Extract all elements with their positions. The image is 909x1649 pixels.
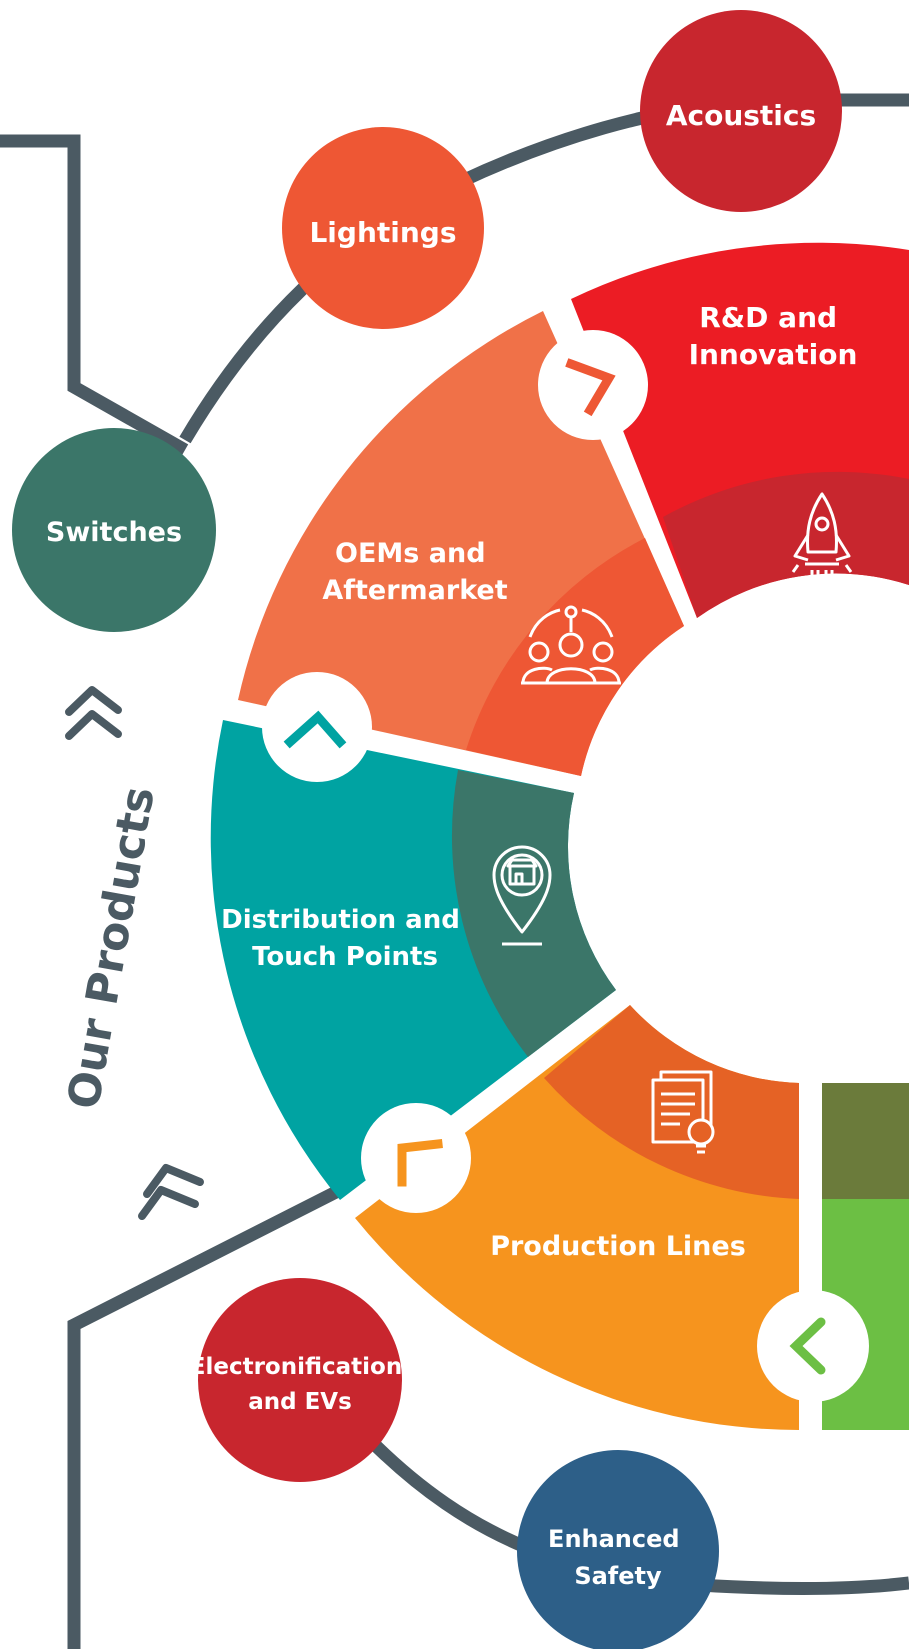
safety-circle: [517, 1450, 719, 1649]
product-circle-lightings[interactable]: Lightings: [282, 127, 484, 329]
segment-prod-line1: Production Lines: [490, 1231, 746, 1262]
segment-oem-label: OEMs and Aftermarket: [322, 538, 507, 606]
safety-line1: Enhanced: [548, 1525, 680, 1553]
segment-oem-line2: Aftermarket: [322, 575, 507, 606]
document-idea-icon: [651, 1070, 715, 1154]
knob-dist-circle: [361, 1103, 471, 1213]
knob-rnd[interactable]: [538, 330, 648, 440]
switches-line1: Switches: [46, 517, 182, 548]
chevron-up-left-icon: [397, 1139, 443, 1187]
segment-dist-label: Distribution and Touch Points: [221, 905, 469, 972]
switches-circle: [12, 428, 216, 632]
safety-line2: Safety: [574, 1562, 662, 1590]
side-title: Our Products: [58, 783, 165, 1113]
knob-oem-circle: [262, 672, 372, 782]
switches-label: Switches: [46, 517, 182, 548]
lightings-line1: Lightings: [309, 216, 456, 249]
chevron-right-icon: [565, 358, 616, 417]
segment-prod-label: Production Lines: [490, 1231, 746, 1262]
segment-oem-inner: [466, 538, 684, 776]
segment-rnd-line2: Innovation: [689, 338, 858, 371]
product-circle-switches[interactable]: Switches: [12, 428, 216, 632]
segment-oem-line1: OEMs and: [335, 538, 486, 569]
team-network-icon: [521, 605, 621, 685]
wheel-hub: [666, 595, 909, 1081]
segment-next-inner: [822, 1083, 909, 1199]
lightings-label: Lightings: [309, 216, 456, 249]
electronification-label: Electronification and EVs: [190, 1354, 411, 1415]
store-location-icon: [492, 845, 552, 946]
lightings-circle: [282, 127, 484, 329]
chevron-up-icon: [283, 710, 347, 749]
double-chevron-up-icon: [65, 686, 122, 740]
segment-rnd-label: R&D and Innovation: [689, 301, 858, 371]
acoustics-label: Acoustics: [666, 99, 816, 132]
knob-rnd-circle: [538, 330, 648, 440]
knob-dist[interactable]: [361, 1103, 471, 1213]
acoustics-line1: Acoustics: [666, 99, 816, 132]
product-circle-acoustics[interactable]: Acoustics: [640, 10, 842, 212]
electronification-circle: [198, 1278, 402, 1482]
wheel: [210, 242, 909, 1430]
chevron-left-icon: [789, 1317, 826, 1375]
rocket-icon: [791, 492, 853, 580]
segment-rnd-inner: [663, 471, 909, 618]
side-title-group: Our Products: [58, 783, 165, 1113]
electronification-line2: and EVs: [248, 1389, 352, 1415]
track-lower-left: [67, 1184, 343, 1649]
safety-label: Enhanced Safety: [548, 1525, 688, 1590]
product-circle-electronification[interactable]: Electronification and EVs: [190, 1278, 411, 1482]
electronification-line1: Electronification: [190, 1354, 402, 1380]
acoustics-circle: [640, 10, 842, 212]
segment-rnd-line1: R&D and: [699, 301, 837, 334]
segment-dist-line2: Touch Points: [252, 942, 438, 972]
knob-oem[interactable]: [262, 672, 372, 782]
product-circle-safety[interactable]: Enhanced Safety: [517, 1450, 719, 1649]
segment-dist-line1: Distribution and: [221, 905, 460, 935]
knob-prod[interactable]: [757, 1290, 869, 1402]
double-chevron-up-icon-lower: [138, 1164, 204, 1220]
knob-prod-circle: [757, 1290, 869, 1402]
track-top-left: [0, 134, 189, 456]
